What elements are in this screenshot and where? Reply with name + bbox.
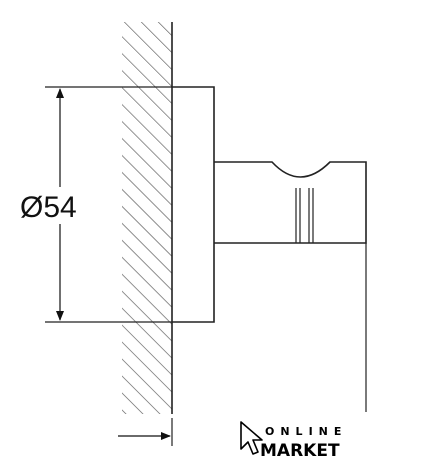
logo-line1: ONLINE — [265, 425, 347, 438]
hook-base-plate — [172, 86, 215, 323]
logo-line2: MARKET — [260, 441, 340, 461]
online-market-logo: ONLINE MARKET — [240, 421, 347, 461]
wall-section — [122, 22, 173, 414]
hook-body — [214, 161, 367, 244]
depth-dimension — [118, 418, 173, 446]
cursor-icon — [240, 421, 263, 455]
diameter-label: Ø54 — [20, 191, 77, 224]
diameter-dimension: Ø54 — [20, 86, 172, 323]
